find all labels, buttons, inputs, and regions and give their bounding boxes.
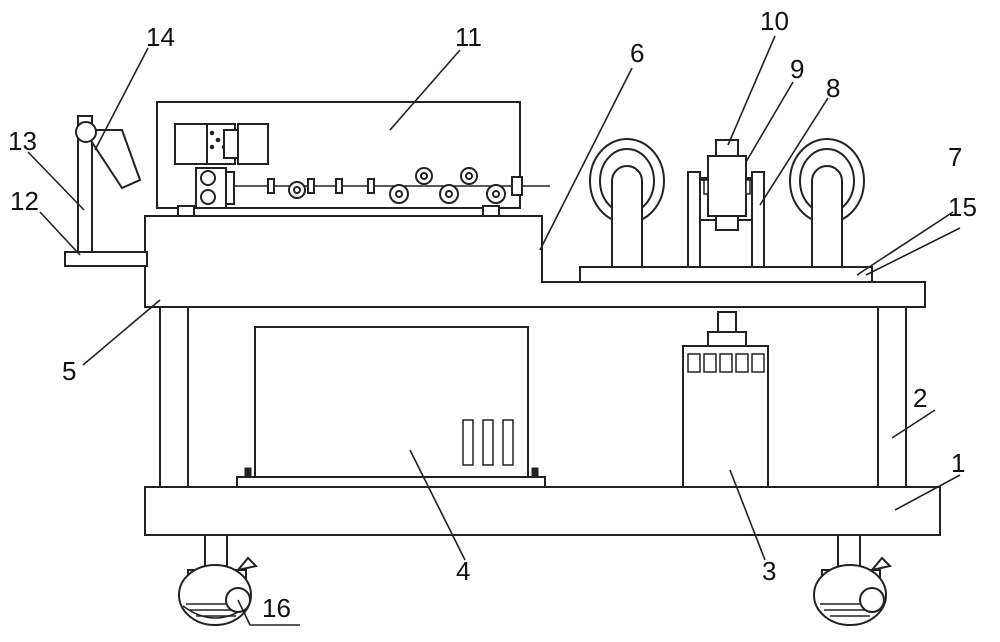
callout-3: 3 bbox=[762, 556, 776, 586]
callout-5: 5 bbox=[62, 356, 76, 386]
motor-box bbox=[682, 311, 769, 488]
callout-11: 11 bbox=[455, 22, 482, 52]
callout-9: 9 bbox=[790, 54, 804, 84]
callout-4: 4 bbox=[456, 556, 470, 586]
callout-14: 14 bbox=[146, 22, 175, 52]
callout-12: 12 bbox=[10, 186, 39, 216]
center-wheel-bracket bbox=[687, 139, 765, 268]
callout-6: 6 bbox=[630, 38, 644, 68]
left-caster bbox=[178, 534, 258, 626]
support-legs bbox=[159, 306, 907, 488]
right-caster bbox=[813, 534, 892, 626]
callout-10: 10 bbox=[760, 6, 789, 36]
callout-2: 2 bbox=[913, 383, 927, 413]
callout-16: 16 bbox=[262, 593, 291, 623]
side-holder bbox=[64, 115, 148, 267]
callout-1: 1 bbox=[951, 448, 965, 478]
work-table bbox=[144, 215, 926, 308]
callout-15: 15 bbox=[948, 192, 977, 222]
callout-labels: 1 2 3 4 5 6 7 8 9 10 11 12 13 14 15 16 bbox=[8, 6, 977, 623]
left-reel bbox=[589, 138, 665, 268]
leader-lines bbox=[27, 35, 961, 626]
base-plate bbox=[144, 486, 941, 536]
callout-7: 7 bbox=[948, 142, 962, 172]
mounting-plate bbox=[579, 266, 873, 283]
processing-unit bbox=[156, 101, 550, 217]
control-cabinet bbox=[236, 326, 546, 488]
callout-8: 8 bbox=[826, 73, 840, 103]
callout-13: 13 bbox=[8, 126, 37, 156]
right-reel bbox=[789, 138, 865, 268]
